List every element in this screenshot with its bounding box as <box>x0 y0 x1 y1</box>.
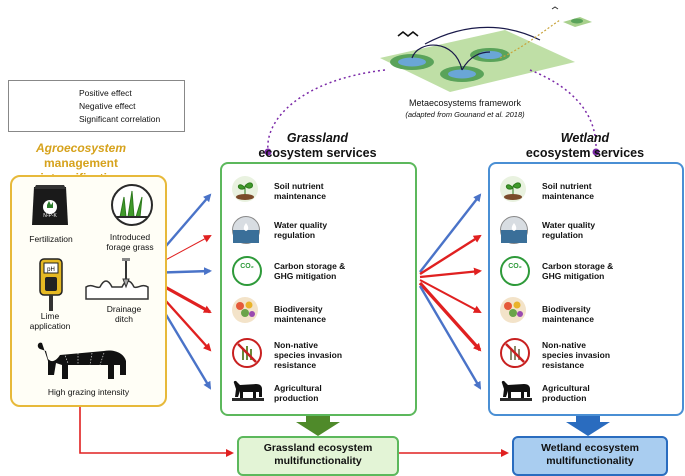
wetland-soil-nutrient-label: Soil nutrient maintenance <box>542 181 594 201</box>
lime-label-line2: application <box>29 321 71 331</box>
wetland-services-box: Soil nutrient maintenance Water quality … <box>488 162 684 416</box>
meta-caption-title: Metaecosystems framework <box>408 98 522 108</box>
wetland-soil-nutrient-label-line1: Soil nutrient <box>542 181 592 191</box>
biodiversity-label: Biodiversity maintenance <box>274 304 326 324</box>
agro-box: N-P-K Fertilization Introduced forage gr… <box>10 175 167 407</box>
grassland-services-box: Soil nutrient maintenance Water quality … <box>220 162 417 416</box>
drainage-ditch-icon <box>85 258 149 300</box>
non-native-icon <box>232 338 262 368</box>
grassland-title: Grassland ecosystem services <box>220 131 415 161</box>
wetland-agricultural-production-icon <box>500 380 532 401</box>
water-quality-label-line2: regulation <box>274 230 316 240</box>
fertilization-label: Fertilization <box>29 234 73 244</box>
ph-meter-icon: pH <box>39 258 63 311</box>
legend-correlation-label: Significant correlation <box>79 114 161 124</box>
soil-nutrient-icon <box>232 176 258 202</box>
svg-text:pH: pH <box>47 267 55 273</box>
lime-label-line1: Lime <box>40 311 60 321</box>
legend-negative-label: Negative effect <box>79 101 136 111</box>
drainage-label-line1: Drainage <box>106 304 142 314</box>
wetland-carbon-storage-label-line2: GHG mitigation <box>542 271 605 281</box>
wetland-biodiversity-label-line2: maintenance <box>542 314 594 324</box>
non-native-label-line3: resistance <box>274 360 317 370</box>
water-quality-icon <box>232 216 260 244</box>
wetland-non-native-label-line3: resistance <box>542 360 585 370</box>
wetland-multi-line2: multifunctionality <box>546 455 634 467</box>
wetland-multi-line1: Wetland ecosystem <box>541 442 639 454</box>
wetland-water-quality-label-line1: Water quality <box>542 220 596 230</box>
agricultural-production-label: Agricultural production <box>274 383 322 403</box>
legend: Positive effect Negative effect Signific… <box>8 80 185 132</box>
non-native-label: Non-native species invasion resistance <box>274 340 342 370</box>
wetland-water-quality-label: Water quality regulation <box>542 220 595 240</box>
wetland-title-rest: ecosystem services <box>525 146 645 160</box>
forage-label-line2: forage grass <box>106 242 154 252</box>
wetland-water-quality-label-line2: regulation <box>542 230 584 240</box>
grassland-multi-line2: multifunctionality <box>274 455 362 467</box>
wetland-non-native-icon <box>500 338 530 368</box>
carbon-storage-icon: CO₂ <box>232 256 262 286</box>
wetland-water-quality-icon <box>500 216 528 244</box>
lime-label: Lime application <box>20 311 80 331</box>
soil-nutrient-label-line1: Soil nutrient <box>274 181 324 191</box>
wetland-carbon-storage-icon: CO₂ <box>500 256 530 286</box>
meta-caption: Metaecosystems framework (adapted from G… <box>360 98 570 120</box>
wetland-down-arrow <box>566 414 610 436</box>
carbon-storage-label-line1: Carbon storage & <box>274 261 346 271</box>
wetland-title-italic: Wetland <box>560 131 610 145</box>
water-quality-label: Water quality regulation <box>274 220 327 240</box>
wetland-biodiversity-icon <box>500 297 526 323</box>
wetland-carbon-storage-label: Carbon storage & GHG mitigation <box>542 261 613 281</box>
legend-positive-label: Positive effect <box>79 88 132 98</box>
grassland-title-rest: ecosystem services <box>258 146 377 160</box>
agro-title-line1: Agroecosystem <box>35 141 127 155</box>
metaecosystem-illustration <box>264 6 600 156</box>
grassland-title-italic: Grassland <box>286 131 349 145</box>
grassland-to-wetland-arrows <box>418 193 482 390</box>
non-native-label-line2: species invasion <box>274 350 343 360</box>
fertilizer-bag-icon <box>32 185 68 225</box>
soil-nutrient-label-line2: maintenance <box>274 191 326 201</box>
wetland-agricultural-production-label-line1: Agricultural <box>542 383 590 393</box>
wetland-non-native-label: Non-native species invasion resistance <box>542 340 610 370</box>
wetland-soil-nutrient-label-line2: maintenance <box>542 191 594 201</box>
wetland-title: Wetland ecosystem services <box>488 131 682 161</box>
fertilizer-bag-text: N-P-K <box>43 213 57 219</box>
wetland-carbon-storage-label-line1: Carbon storage & <box>542 261 614 271</box>
wetland-co2-text: CO₂ <box>508 263 522 270</box>
grassland-multi-line1: Grassland ecosystem <box>263 442 373 454</box>
forage-label: Introduced forage grass <box>92 232 168 252</box>
biodiversity-label-line1: Biodiversity <box>274 304 323 314</box>
drainage-label: Drainage ditch <box>94 304 154 324</box>
carbon-storage-label-line2: GHG mitigation <box>274 271 337 281</box>
wetland-multifunctionality-box: Wetland ecosystem multifunctionality <box>512 436 668 476</box>
wetland-non-native-label-line2: species invasion <box>542 350 611 360</box>
agricultural-production-label-line1: Agricultural <box>274 383 322 393</box>
grazing-label: High grazing intensity <box>47 387 130 397</box>
forage-label-line1: Introduced <box>109 232 151 242</box>
biodiversity-label-line2: maintenance <box>274 314 326 324</box>
grassland-multifunctionality-box: Grassland ecosystem multifunctionality <box>237 436 399 476</box>
agro-to-wetland-arrow <box>79 404 509 457</box>
wetland-non-native-label-line1: Non-native <box>542 340 586 350</box>
agricultural-production-label-line2: production <box>274 393 319 403</box>
wetland-soil-nutrient-icon <box>500 176 526 202</box>
wetland-biodiversity-label-line1: Biodiversity <box>542 304 591 314</box>
water-quality-label-line1: Water quality <box>274 220 328 230</box>
wetland-agricultural-production-label: Agricultural production <box>542 383 590 403</box>
cow-icon <box>37 342 127 379</box>
biodiversity-icon <box>232 297 258 323</box>
soil-nutrient-label: Soil nutrient maintenance <box>274 181 326 201</box>
forage-grass-icon <box>111 184 153 226</box>
wetland-biodiversity-label: Biodiversity maintenance <box>542 304 594 324</box>
drainage-label-line2: ditch <box>115 314 133 324</box>
grassland-down-arrow <box>296 414 340 436</box>
co2-text: CO₂ <box>240 263 254 270</box>
meta-caption-source: (adapted from Gounand et al. 2018) <box>405 110 525 119</box>
agricultural-production-icon <box>232 380 264 401</box>
carbon-storage-label: Carbon storage & GHG mitigation <box>274 261 345 281</box>
wetland-agricultural-production-label-line2: production <box>542 393 587 403</box>
non-native-label-line1: Non-native <box>274 340 318 350</box>
